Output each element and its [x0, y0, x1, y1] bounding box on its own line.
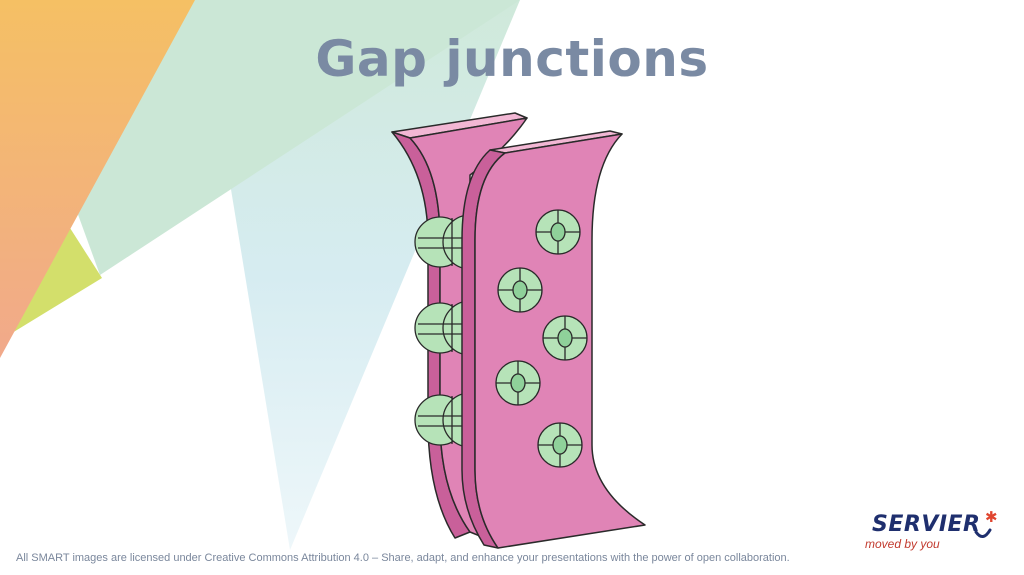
page-title: Gap junctions	[315, 30, 709, 88]
star-icon: ✱	[985, 509, 998, 526]
lime-triangle	[12, 228, 102, 333]
smile-icon	[974, 528, 992, 538]
servier-logo: SERVIER ✱ moved by you	[862, 510, 1012, 555]
logo-tagline: moved by you	[865, 537, 940, 551]
license-footer: All SMART images are licensed under Crea…	[16, 552, 790, 564]
logo-wordmark: SERVIER	[872, 512, 981, 537]
connexon-hemichannels	[495, 209, 588, 468]
orange-triangle	[0, 0, 195, 358]
gap-junction-illustration	[391, 112, 646, 549]
